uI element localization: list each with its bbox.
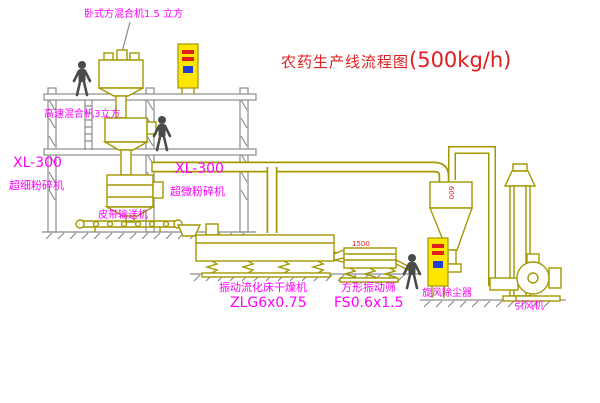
vibrating-sieve (333, 247, 409, 283)
building-structure (43, 21, 257, 233)
label-sieve-model: FS0.6x1.5 (334, 295, 404, 311)
worker-figure-top (72, 61, 92, 97)
drawing-title-capacity: (500kg/h) (409, 48, 512, 72)
fluid-bed-dryer (195, 223, 353, 278)
label-dryer-name: 振动流化床干燥机 (219, 281, 307, 294)
dimension-sieve: 1500 (352, 240, 370, 248)
drawing-title: 农药生产线流程图(500kg/h) (281, 48, 511, 72)
label-mill-left-name: 超细粉碎机 (9, 179, 64, 192)
label-mill-mid-model: XL-300 (175, 161, 224, 177)
dimension-cyclone: 600 (447, 186, 455, 200)
worker-figure-ground (402, 254, 422, 290)
exhaust-ducts (151, 146, 496, 286)
control-cabinet-upper (177, 43, 199, 94)
feed-hopper (176, 224, 202, 237)
cyclone-separator (428, 181, 473, 273)
top-mixer (98, 49, 144, 119)
pulverizer-mill (104, 174, 164, 223)
label-cyclone: 旋风除尘器 (422, 288, 472, 299)
worker-figure-mid (152, 116, 172, 152)
ladder (84, 100, 93, 150)
label-belt-conveyor: 皮带输送机 (98, 210, 148, 221)
induced-draft-fan (489, 253, 562, 302)
control-cabinet-lower (427, 237, 449, 298)
drawing-title-text: 农药生产线流程图 (281, 53, 410, 71)
label-dryer-model: ZLG6x0.75 (230, 295, 307, 311)
label-high-speed-mixer: 高速混合机3立方 (44, 109, 121, 120)
label-mill-mid-name: 超微粉碎机 (170, 185, 225, 198)
label-sieve-name: 方形振动筛 (341, 281, 396, 294)
label-leader-line (121, 21, 131, 53)
label-fan: 引风机 (514, 301, 544, 312)
high-speed-mixer (102, 117, 157, 176)
label-mill-left-model: XL-300 (13, 155, 62, 171)
label-top-mixer: 卧式方混合机1.5 立方 (84, 9, 184, 20)
